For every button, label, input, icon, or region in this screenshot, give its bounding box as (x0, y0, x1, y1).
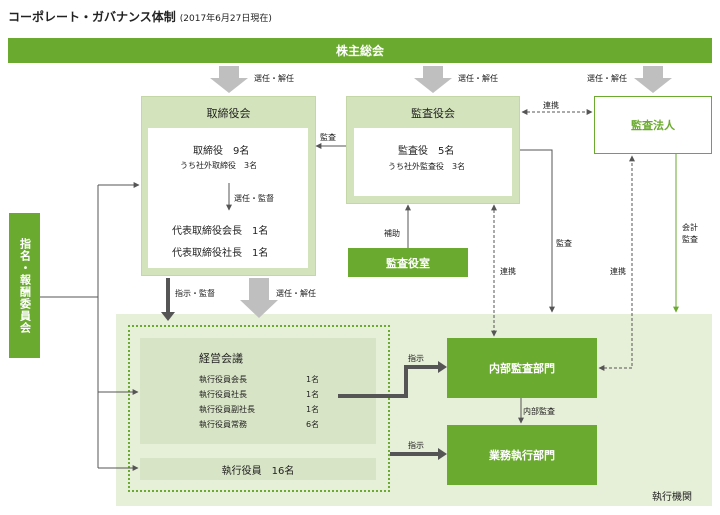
nomination-committee-box: 指名・報酬委員会 (9, 213, 40, 358)
elect-arrow-exec (240, 278, 278, 318)
firm-internal-coop-line (598, 155, 635, 371)
elect-arrow-firm (634, 66, 672, 93)
mgmt-row-role-3: 執行役員常務 (199, 420, 247, 429)
audit-board-detail-box (354, 128, 512, 196)
internal-audit-label: 内部監査部門 (489, 362, 555, 375)
board-chairman: 代表取締役会長 1名 (172, 226, 269, 237)
elect-arrow-audit (414, 66, 452, 93)
audit-office-label: 監査役室 (386, 256, 430, 270)
label-coop-firm-internal: 連携 (610, 267, 626, 276)
shareholders-label: 株主総会 (335, 44, 384, 58)
management-frame (128, 325, 390, 492)
label-audit-to-board: 監査 (320, 133, 336, 142)
board-president: 代表取締役社長 1名 (172, 248, 269, 259)
label-internal-audit: 内部監査 (523, 407, 555, 416)
label-elect-4: 選任・解任 (276, 289, 316, 298)
label-accounting-audit: 会計 監査 (682, 223, 698, 244)
audit-board-outside: うち社外監査役 3名 (388, 162, 466, 171)
label-audit-down: 監査 (556, 239, 572, 248)
audit-firm-box: 監査法人 (594, 96, 712, 154)
label-instruct-supervise: 指示・監督 (175, 289, 215, 298)
shareholders-meeting-bar: 株主総会 (8, 38, 712, 63)
label-elect-1: 選任・解任 (254, 74, 294, 83)
business-exec-box: 業務執行部門 (447, 425, 597, 485)
executive-officers-label: 執行役員 16名 (221, 465, 295, 477)
executive-officers-box: 執行役員 16名 (140, 458, 376, 480)
mgmt-row-role-0: 執行役員会長 (199, 375, 247, 384)
instruct-internal-line (338, 365, 440, 398)
mgmt-row-role-1: 執行役員社長 (199, 390, 247, 399)
label-elect-2: 選任・解任 (458, 74, 498, 83)
mgmt-row-count-3: 6名 (306, 420, 320, 429)
label-coop-firm: 連携 (543, 101, 559, 110)
audit-office-box: 監査役室 (348, 248, 468, 277)
page-title: コーポレート・ガバナンス体制(2017年6月27日現在) (8, 8, 272, 25)
executive-body-label: 執行機関 (652, 492, 692, 503)
board-outside: うち社外取締役 3名 (180, 161, 258, 170)
mgmt-row-count-2: 1名 (306, 405, 320, 414)
management-meeting-box (140, 338, 376, 444)
business-exec-label: 業務執行部門 (489, 449, 555, 462)
board-arrow-label: 選任・監督 (234, 194, 274, 203)
label-instruct-2: 指示 (408, 441, 424, 450)
audit-down-line (520, 149, 555, 313)
board-detail-box (148, 128, 308, 268)
elect-arrow-board (210, 66, 248, 93)
audit-firm-label: 監査法人 (631, 119, 675, 132)
mgmt-row-count-1: 1名 (306, 390, 320, 399)
label-elect-3: 選任・解任 (587, 74, 627, 83)
board-members: 取締役 9名 (193, 146, 250, 157)
audit-board-members: 監査役 5名 (398, 146, 455, 157)
nomination-committee-label: 指名・報酬委員会 (18, 237, 32, 334)
management-meeting-title: 経営会議 (199, 352, 243, 365)
mgmt-row-role-2: 執行役員副社長 (199, 405, 255, 414)
label-coop-internal: 連携 (500, 267, 516, 276)
mgmt-row-count-0: 1名 (306, 375, 320, 384)
title-main: コーポレート・ガバナンス体制 (8, 10, 176, 24)
title-date: (2017年6月27日現在) (179, 14, 272, 24)
label-instruct-1: 指示 (408, 354, 424, 363)
internal-audit-box: 内部監査部門 (447, 338, 597, 398)
audit-board-title: 監査役会 (411, 107, 455, 120)
label-assist: 補助 (384, 229, 400, 238)
board-title: 取締役会 (206, 107, 251, 120)
